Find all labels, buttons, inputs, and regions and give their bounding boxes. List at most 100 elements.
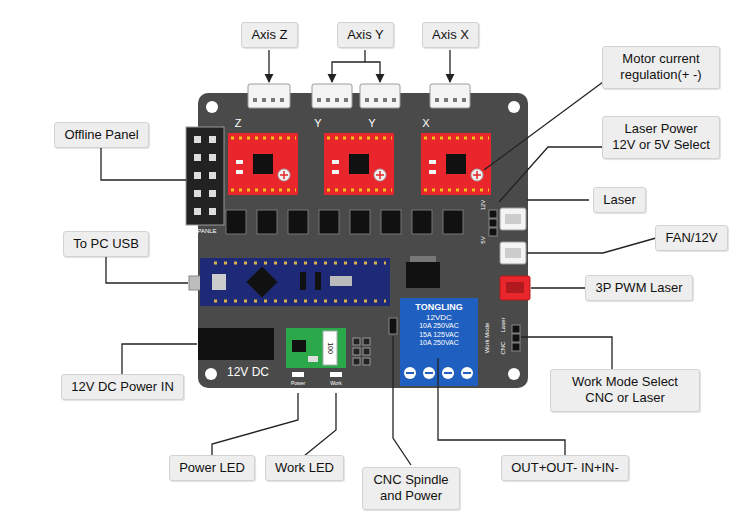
header-pin — [209, 208, 216, 215]
driver-board — [421, 133, 491, 195]
nano-part — [300, 272, 306, 290]
jumper-pin — [489, 228, 497, 236]
callout-box: Laser Power 12V or 5V Select — [602, 116, 720, 159]
leader-line — [304, 393, 336, 456]
nano-part — [212, 274, 226, 290]
driver-pins — [424, 189, 489, 192]
leader-line — [212, 393, 298, 456]
connector-pins — [317, 98, 350, 102]
jumper — [412, 210, 432, 234]
callout-box: OUT+OUT- IN+IN- — [501, 455, 629, 481]
mounting-hole — [205, 368, 217, 380]
leader-line — [122, 344, 197, 375]
relay-rating: 15A 125VAC — [402, 331, 476, 339]
axis-letter: Z — [235, 118, 242, 129]
header-pin — [353, 338, 360, 345]
jumper — [257, 210, 277, 234]
nano-board — [200, 258, 390, 306]
relay-module: TONGLING12VDC10A 250VAC15A 125VAC10A 250… — [400, 298, 478, 358]
spindle-jumper — [389, 318, 397, 334]
callout-text: Power LED — [179, 460, 245, 476]
driver-pins — [424, 137, 489, 140]
resistor — [332, 170, 339, 174]
work-mode-jumper — [512, 325, 520, 351]
jumper — [381, 210, 401, 234]
mounting-hole — [508, 101, 520, 113]
resistor — [429, 170, 436, 174]
callout-box: 3P PWM Laser — [585, 275, 693, 301]
axis-letter: Y — [368, 118, 375, 129]
buck-module — [286, 328, 346, 368]
potentiometer — [374, 169, 386, 181]
callout-box: Axis Z — [241, 22, 298, 48]
connector-pins — [253, 98, 468, 102]
connector-socket — [505, 248, 521, 258]
callout-text: CNC Spindle and Power — [372, 472, 450, 505]
header-label: PANLE — [197, 228, 216, 234]
header-pin — [363, 358, 370, 365]
callout-box: Laser — [593, 187, 646, 213]
driver-chip — [446, 154, 466, 174]
leader-arrow — [268, 50, 269, 82]
header-pin — [353, 358, 360, 365]
jumper — [226, 210, 246, 234]
connector-pins — [253, 98, 288, 102]
header-pin — [194, 190, 201, 197]
potentiometer-value: 100 — [327, 342, 334, 354]
power-jack-label: 12V DC — [227, 366, 269, 378]
nano-part — [315, 272, 321, 290]
jumper — [288, 210, 308, 234]
connector-socket — [505, 214, 521, 224]
callout-box: Power LED — [169, 455, 255, 481]
callout-box: Work Mode Select CNC or Laser — [550, 369, 700, 412]
callout-text: 3P PWM Laser — [595, 280, 683, 296]
leader-line — [527, 238, 656, 253]
header-pin — [194, 154, 201, 161]
callout-box: Motor current regulation(+ -) — [602, 46, 720, 89]
driver-board — [324, 133, 394, 195]
trimmer — [323, 331, 337, 365]
motor-connector — [430, 84, 470, 108]
motor-connector — [312, 84, 352, 108]
laser-connector — [500, 208, 526, 230]
jumper-pin — [489, 210, 497, 218]
header-pin — [194, 172, 201, 179]
board — [198, 93, 528, 388]
callout-box: Offline Panel — [54, 122, 149, 148]
voltage-regulator — [406, 262, 440, 288]
mounting-hole — [508, 368, 520, 380]
stepper-driver — [324, 133, 394, 195]
leader-arrow — [449, 50, 450, 82]
potentiometer-cross — [280, 171, 288, 179]
header-pin — [209, 154, 216, 161]
callout-text: Axis Y — [347, 27, 384, 43]
leader-arrow — [365, 62, 380, 82]
header-pin — [353, 348, 360, 355]
callout-box: 12V DC Power IN — [61, 374, 184, 400]
nano-chip — [246, 266, 277, 297]
jumper — [319, 210, 339, 234]
leader-arrow — [332, 62, 365, 82]
potentiometer — [278, 169, 290, 181]
driver-pins — [327, 189, 392, 192]
stepper-driver — [228, 133, 298, 195]
stepper-driver — [421, 133, 491, 195]
callout-text: Laser Power 12V or 5V Select — [612, 121, 710, 154]
header-pin — [209, 136, 216, 143]
callout-text: Motor current regulation(+ -) — [612, 51, 710, 84]
callout-text: OUT+OUT- IN+IN- — [511, 460, 619, 476]
callout-text: To PC USB — [73, 236, 139, 252]
callout-box: Axis Y — [337, 22, 394, 48]
header-pin — [209, 172, 216, 179]
resistor — [429, 160, 436, 164]
jumper-pin — [512, 343, 520, 351]
callout-box: CNC Spindle and Power — [362, 467, 460, 510]
callout-box: Axis X — [422, 22, 479, 48]
power-jack — [198, 328, 274, 360]
jumper-label: Work Mode — [484, 323, 490, 354]
callout-box: Work LED — [265, 455, 344, 481]
jumper — [443, 210, 463, 234]
motor-connectors — [248, 84, 470, 108]
connector-pins — [365, 98, 398, 102]
